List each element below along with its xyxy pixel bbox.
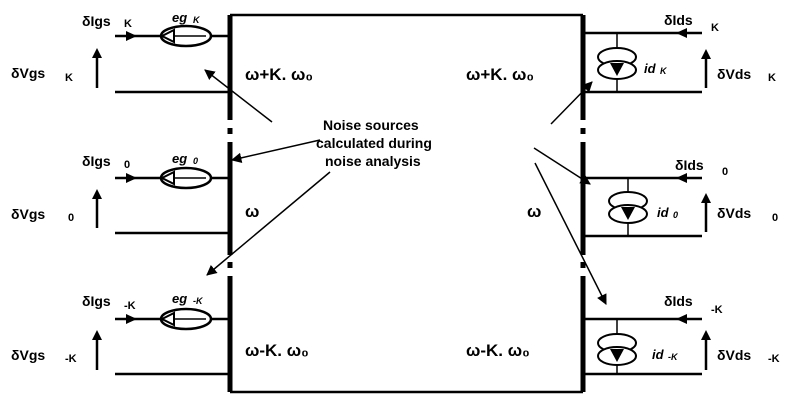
right-freq-top: ω+K. ω₀ bbox=[466, 65, 534, 84]
left-freq-mid: ω bbox=[245, 202, 259, 221]
current-label-0: δIgs bbox=[82, 153, 111, 169]
note-line-1: Noise sources bbox=[323, 117, 419, 133]
right-voltage-label-k: δVds bbox=[717, 66, 751, 82]
right-voltage-sub-k: K bbox=[768, 72, 776, 84]
source-label-k: eg bbox=[172, 10, 187, 25]
right-current-sub-0: 0 bbox=[722, 166, 728, 178]
voltage-label-minus-k: δVgs bbox=[11, 347, 45, 363]
right-current-sub-minus-k: -K bbox=[711, 304, 723, 316]
right-port-0: δIds 0 δVds 0 id 0 bbox=[583, 157, 778, 238]
left-freq-top: ω+K. ω₀ bbox=[245, 65, 313, 84]
voltage-label-k: δVgs bbox=[11, 65, 45, 81]
source-sub-minus-k: -K bbox=[193, 296, 204, 306]
right-voltage-label-minus-k: δVds bbox=[717, 347, 751, 363]
right-freq-mid: ω bbox=[527, 202, 541, 221]
right-current-label-minus-k: δIds bbox=[664, 293, 693, 309]
current-label-k: δIgs bbox=[82, 13, 111, 29]
right-source-label-0: id bbox=[657, 205, 670, 220]
source-sub-k: K bbox=[193, 15, 201, 25]
left-port-minus-k: δIgs -K δVgs -K eg -K bbox=[11, 291, 230, 376]
note-line-2: calculated during bbox=[316, 135, 432, 151]
source-label-minus-k: eg bbox=[172, 291, 187, 306]
note-line-3: noise analysis bbox=[325, 153, 421, 169]
right-source-label-k: id bbox=[644, 61, 657, 76]
source-sub-0: 0 bbox=[193, 156, 198, 166]
right-freq-bot: ω-K. ω₀ bbox=[466, 341, 530, 360]
right-voltage-label-0: δVds bbox=[717, 205, 751, 221]
right-current-sub-k: K bbox=[711, 22, 719, 34]
noise-note: Noise sources calculated during noise an… bbox=[316, 117, 432, 169]
voltage-sub-0: 0 bbox=[68, 212, 74, 224]
right-source-label-minus-k: id bbox=[652, 347, 665, 362]
current-sub-minus-k: -K bbox=[124, 300, 136, 312]
left-freq-bot: ω-K. ω₀ bbox=[245, 341, 309, 360]
current-sub-0: 0 bbox=[124, 159, 130, 171]
right-source-sub-0: 0 bbox=[673, 210, 678, 220]
note-pointer-arrows bbox=[204, 69, 607, 305]
left-port-k: δIgs K δVgs K eg K bbox=[11, 10, 230, 94]
right-current-label-k: δIds bbox=[664, 12, 693, 28]
right-port-minus-k: δIds -K δVds -K id -K bbox=[583, 293, 780, 376]
left-port-0: δIgs 0 δVgs 0 eg 0 bbox=[11, 151, 230, 235]
voltage-label-0: δVgs bbox=[11, 206, 45, 222]
right-voltage-sub-minus-k: -K bbox=[768, 353, 780, 365]
current-label-minus-k: δIgs bbox=[82, 293, 111, 309]
right-current-label-0: δIds bbox=[675, 157, 704, 173]
right-voltage-sub-0: 0 bbox=[772, 212, 778, 224]
right-source-sub-minus-k: -K bbox=[668, 352, 679, 362]
voltage-sub-k: K bbox=[65, 72, 73, 84]
source-label-0: eg bbox=[172, 151, 187, 166]
right-source-sub-k: K bbox=[660, 66, 668, 76]
current-sub-k: K bbox=[124, 18, 132, 30]
right-port-k: δIds K δVds K id K bbox=[583, 12, 776, 94]
voltage-sub-minus-k: -K bbox=[65, 353, 77, 365]
